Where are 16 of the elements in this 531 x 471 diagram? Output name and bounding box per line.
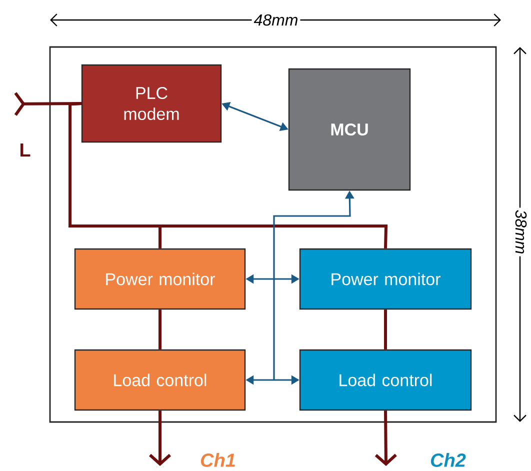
edge-label: L [20, 143, 30, 157]
block-box: Load control [74, 349, 246, 411]
edge-label: Ch1 [200, 453, 235, 467]
edge-label: Ch2 [430, 453, 466, 467]
connector [158, 310, 162, 350]
connector [384, 310, 387, 350]
connector [374, 410, 397, 466]
connector [68, 102, 388, 248]
dimension-label: 38mm [513, 208, 529, 256]
block-box: Load control [299, 349, 472, 411]
connector [149, 410, 171, 466]
dimension-label: 48mm [252, 12, 300, 28]
chip-box: MCU [288, 68, 411, 191]
block-box: Power monitor [299, 248, 472, 310]
block-box: Power monitor [74, 248, 246, 310]
block-box: PLC modem [81, 64, 222, 143]
